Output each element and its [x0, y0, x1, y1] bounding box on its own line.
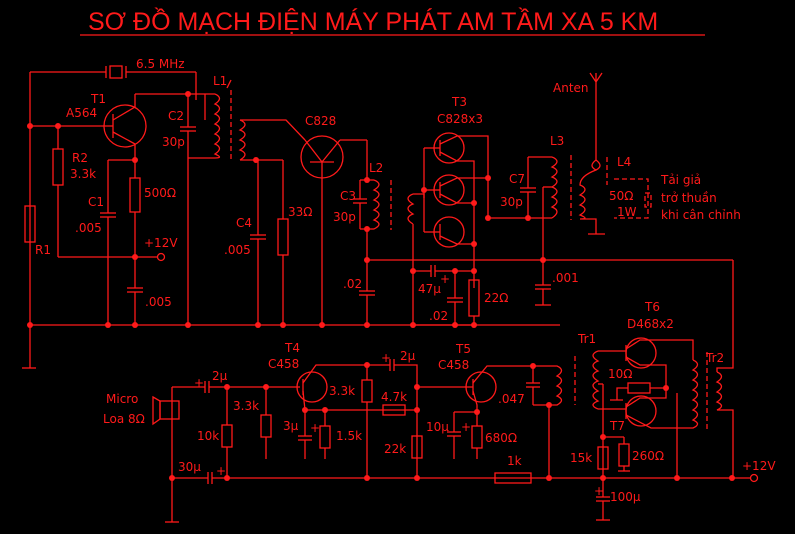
t1-name: T1: [90, 92, 106, 106]
r15k-value: 15k: [570, 451, 592, 465]
t6-part: D468x2: [627, 317, 674, 331]
l3-name: L3: [550, 134, 564, 148]
plus-mark: +: [594, 484, 604, 498]
r10k-value: 10k: [197, 429, 219, 443]
t4-part: C458: [268, 357, 299, 371]
capacitor-c1: [100, 159, 135, 325]
c001-value: .001: [552, 271, 579, 285]
t1-part: A564: [66, 106, 97, 120]
inductor-l1: [188, 79, 232, 162]
micro-label: Micro: [106, 392, 138, 406]
c3-name: C3: [340, 189, 356, 203]
junction-dots: [27, 91, 735, 481]
schematic-title: SƠ ĐỒ MẠCH ĐIỆN MÁY PHÁT AM TẦM XA 5 KM: [88, 6, 658, 36]
c2-value: 30p: [162, 135, 185, 149]
plus-mark: +: [194, 376, 204, 390]
c1-value: .005: [75, 221, 102, 235]
transistor-t3-array: [423, 132, 552, 288]
dummy-load-note-1: Tải giả: [660, 173, 701, 187]
plus-mark: +: [461, 420, 471, 434]
resistor-500: [127, 160, 143, 325]
l1-name: L1: [213, 74, 227, 88]
c47u-value: 47μ: [418, 282, 441, 296]
r33-value: 33Ω: [288, 205, 312, 219]
t2-part: C828: [305, 114, 336, 128]
t3-part: C828x3: [437, 112, 483, 126]
c3-value: 30p: [333, 210, 356, 224]
c2u-b-value: 2μ: [400, 349, 416, 363]
l1-secondary: [238, 119, 306, 325]
dummy-load-note-2: trở thuần: [661, 191, 717, 205]
dummy-load-r: 50Ω: [609, 189, 633, 203]
transistor-t5: [447, 365, 533, 459]
c4-name: C4: [236, 216, 252, 230]
c02b-value: .02: [429, 309, 448, 323]
t4-name: T4: [284, 341, 300, 355]
vcc-top-terminal[interactable]: [156, 252, 166, 262]
c02a-value: .02: [343, 277, 362, 291]
r2-value: 3.3k: [70, 167, 96, 181]
r1k5-value: 1.5k: [336, 429, 362, 443]
c10u-value: 10μ: [426, 420, 449, 434]
supply-feed-right: [716, 260, 734, 372]
transistor-t1-symbol: [30, 93, 188, 160]
resistor-r2: [52, 126, 157, 258]
c7-value: 30p: [500, 195, 523, 209]
antenna-l4: [578, 72, 652, 235]
r4k7-value: 4.7k: [381, 390, 407, 404]
c2-name: C2: [168, 109, 184, 123]
tr2-name: Tr2: [705, 351, 724, 365]
t5-name: T5: [455, 342, 471, 356]
r3k3b-value: 3.3k: [233, 399, 259, 413]
dummy-load-note-3: khi cân chỉnh: [661, 208, 741, 222]
plus-mark: +: [440, 272, 450, 286]
speaker-label: Loa 8Ω: [103, 412, 145, 426]
dummy-load-w: 1W: [617, 205, 637, 219]
r10-value: 10Ω: [608, 367, 632, 381]
t5-part: C458: [438, 358, 469, 372]
c047-value: .047: [498, 392, 525, 406]
t3-name: T3: [451, 95, 467, 109]
plus-mark: +: [216, 464, 226, 478]
r3k3c-value: 3.3k: [329, 384, 355, 398]
r500-value: 500Ω: [144, 186, 176, 200]
c-005b-value: .005: [145, 295, 172, 309]
transistor-t2: [300, 135, 368, 325]
c100u-value: 100μ: [610, 490, 641, 504]
r22k-value: 22k: [384, 442, 406, 456]
r1k-value: 1k: [507, 454, 522, 468]
r260-value: 260Ω: [632, 449, 664, 463]
c7-name: C7: [509, 172, 525, 186]
tank-c7-l3: [520, 155, 572, 306]
transistor-t4: [260, 364, 417, 459]
capacitor-c2: [180, 94, 215, 325]
r680-value: 680Ω: [485, 431, 517, 445]
antenna-label: Anten: [553, 81, 589, 95]
plus-mark: +: [381, 351, 391, 365]
l4-name: L4: [617, 155, 631, 169]
tr1-name: Tr1: [577, 332, 596, 346]
vcc-bottom-label: +12V: [742, 459, 776, 473]
plus-mark: +: [310, 421, 320, 435]
c2u-a-value: 2μ: [212, 369, 228, 383]
c30u-value: 30μ: [178, 460, 201, 474]
l2-name: L2: [369, 161, 383, 175]
vcc-top-label: +12V: [144, 236, 178, 250]
vcc-bottom-terminal[interactable]: [749, 473, 759, 483]
crystal-oscillator: [30, 65, 197, 100]
r2-name: R2: [72, 151, 88, 165]
t7-name: T7: [609, 419, 625, 433]
resistor-r1: [24, 205, 36, 243]
t6-name: T6: [644, 300, 660, 314]
crystal-label: 6.5 MHz: [136, 57, 185, 71]
c4-value: .005: [224, 243, 251, 257]
c1-name: C1: [88, 195, 104, 209]
c3u-value: 3μ: [283, 419, 299, 433]
interstage-network: [361, 359, 473, 478]
r1-name: R1: [35, 243, 51, 257]
r22-value: 22Ω: [484, 291, 508, 305]
